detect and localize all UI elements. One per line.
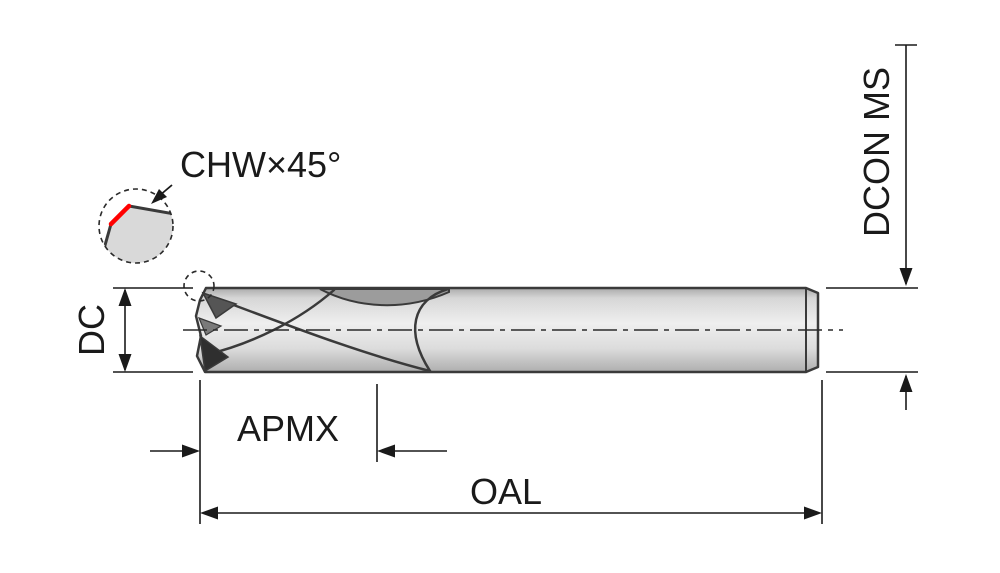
- apmx-arrow-right: [377, 444, 395, 458]
- flute-top-shading: [319, 288, 450, 307]
- dc-dimension: DC: [71, 287, 193, 373]
- chamfer-detail: CHW×45°: [98, 144, 341, 264]
- dcon-dimension: DCON MS: [826, 44, 918, 410]
- chamfer-highlight-line: [108, 203, 132, 227]
- tip-tooth-face-lower: [199, 334, 230, 373]
- detail-source-circle: [183, 270, 215, 302]
- chamfer-label: CHW×45°: [180, 144, 341, 185]
- detail-corner-fill: [99, 206, 173, 263]
- detail-view-circle: [98, 188, 174, 264]
- apmx-label: APMX: [237, 408, 339, 449]
- flute-helix-curve-1: [210, 295, 432, 373]
- tool-silhouette: [194, 286, 820, 374]
- apmx-arrow-left: [182, 444, 200, 458]
- dcon-label: DCON MS: [856, 67, 897, 237]
- tip-tooth-face-upper: [201, 291, 238, 320]
- dc-arrow-up: [118, 288, 132, 306]
- flute-runout-curve: [414, 287, 450, 373]
- oal-dimension: OAL: [199, 380, 823, 524]
- dcon-arrow-down: [899, 268, 913, 286]
- dc-label: DC: [71, 304, 112, 356]
- dcon-arrow-up: [899, 374, 913, 392]
- apmx-dimension: APMX: [150, 384, 447, 462]
- oal-arrow-left: [200, 506, 218, 520]
- chamfer-leader-arrowhead: [151, 189, 167, 204]
- tool-body: [194, 286, 820, 374]
- oal-arrow-right: [804, 506, 822, 520]
- oal-label: OAL: [470, 471, 542, 512]
- dc-arrow-down: [118, 354, 132, 372]
